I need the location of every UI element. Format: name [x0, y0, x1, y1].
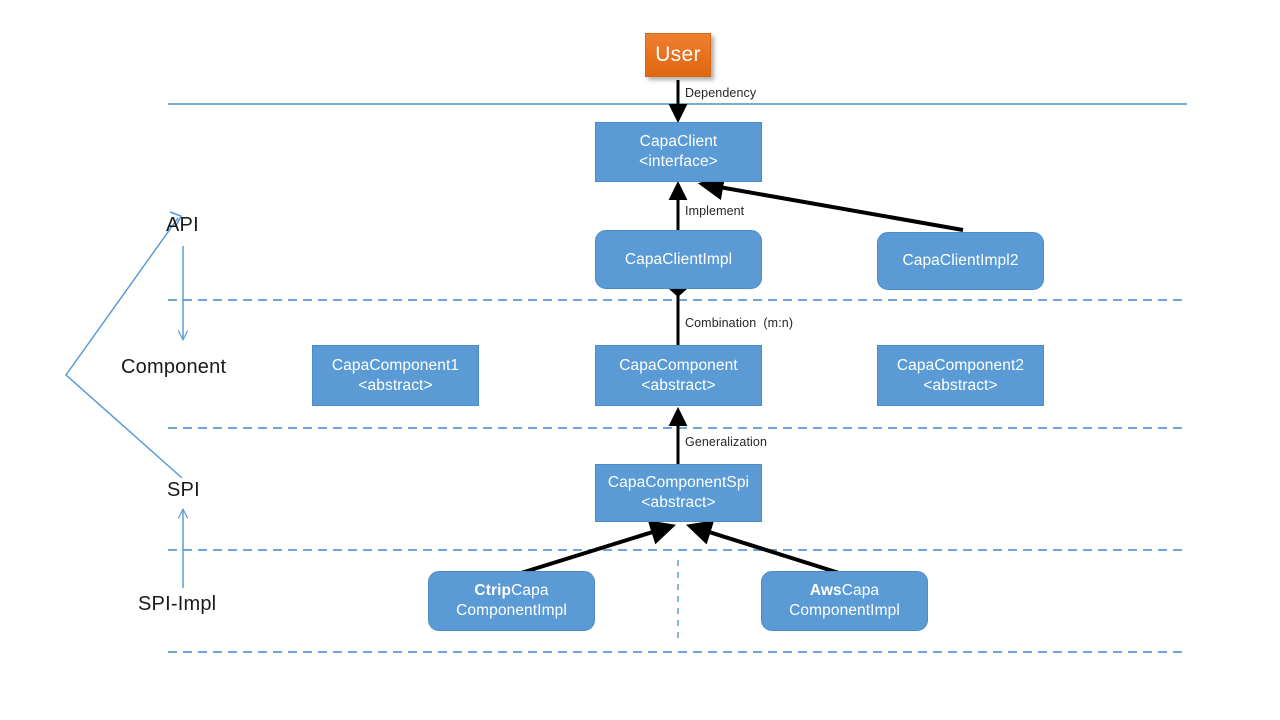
node-capacomponent1-line1: CapaComponent1	[331, 356, 460, 374]
layer-bracket	[64, 217, 183, 479]
node-capacomponent1-line2: <abstract>	[358, 376, 433, 394]
layer-label-spi: SPI	[167, 479, 200, 501]
layer-label-api: API	[166, 214, 199, 236]
node-capaclientimpl2-line1: CapaClientImpl2	[902, 252, 1019, 270]
node-capaclientimpl-line1: CapaClientImpl	[624, 250, 733, 268]
node-capacomponent2-line2: <abstract>	[923, 376, 998, 394]
node-capacomponent1[interactable]: CapaComponent1 <abstract>	[312, 345, 479, 406]
node-ctripcapacomponentimpl-rest: Capa	[511, 582, 549, 600]
node-awscapacomponentimpl-bold: Aws	[809, 582, 842, 600]
actor-user-label: User	[655, 43, 701, 66]
node-capacomponentspi-line2: <abstract>	[641, 494, 716, 511]
node-awscapacomponentimpl[interactable]: AwsCapa ComponentImpl	[761, 571, 928, 631]
edge-label-generalization: Generalization	[685, 435, 768, 449]
node-capaclient-line2: <interface>	[639, 153, 718, 170]
edge-label-dependency: Dependency	[685, 86, 757, 100]
node-ctripcapacomponentimpl-line1: CtripCapa	[474, 581, 548, 601]
node-capaclient[interactable]: CapaClient <interface>	[595, 122, 762, 182]
node-capacomponentspi-line1: CapaComponentSpi	[607, 474, 750, 492]
node-capacomponent-line1: CapaComponent	[619, 356, 738, 374]
node-capacomponent2[interactable]: CapaComponent2 <abstract>	[877, 345, 1044, 406]
node-ctripcapacomponentimpl-bold: Ctrip	[474, 582, 512, 600]
node-capaclientimpl2[interactable]: CapaClientImpl2	[877, 232, 1044, 290]
node-capacomponent2-line1: CapaComponent2	[896, 356, 1025, 374]
edge-label-combination: Combination (m:n)	[685, 316, 794, 330]
layer-label-spi-impl: SPI-Impl	[138, 593, 217, 615]
edge-label-implement: Implement	[685, 204, 745, 218]
node-capaclientimpl[interactable]: CapaClientImpl	[595, 230, 762, 289]
node-awscapacomponentimpl-line1: AwsCapa	[810, 581, 879, 601]
node-awscapacomponentimpl-rest: Capa	[841, 582, 880, 600]
node-ctripcapacomponentimpl-line2: ComponentImpl	[456, 602, 567, 619]
node-capacomponentspi[interactable]: CapaComponentSpi <abstract>	[595, 464, 762, 522]
actor-user[interactable]: User	[645, 33, 711, 77]
node-capacomponent-line2: <abstract>	[641, 376, 716, 394]
node-capacomponent[interactable]: CapaComponent <abstract>	[595, 345, 762, 406]
node-capaclient-line1: CapaClient	[639, 133, 718, 151]
node-awscapacomponentimpl-line2: ComponentImpl	[789, 602, 900, 619]
layer-label-component: Component	[121, 356, 227, 378]
node-ctripcapacomponentimpl[interactable]: CtripCapa ComponentImpl	[428, 571, 595, 631]
